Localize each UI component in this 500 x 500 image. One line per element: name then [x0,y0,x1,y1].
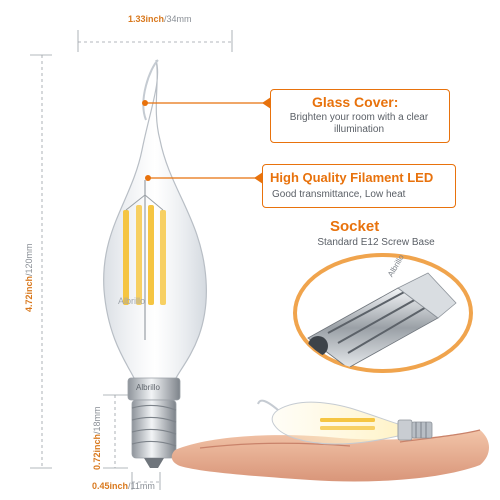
filament-callout-arrow [254,172,263,184]
brand-logo-base: Albrillo [136,383,160,392]
glass-callout-arrow [262,97,271,109]
glass-cover-callout [270,89,450,143]
filament-callout [262,164,456,208]
glass-cover-text: Brighten your room with a clear illumina… [289,112,429,135]
filament-text: Good transmittance, Low heat [272,189,406,200]
filament-title: High Quality Filament LED [270,170,434,185]
base-width-dimension-label: 0.45inch/11mm [92,481,155,491]
base-width-imperial: 0.45inch [92,481,129,491]
socket-magnifier [293,253,473,373]
socket-title: Socket [330,218,380,235]
base-width-metric: /11mm [128,481,155,491]
brand-logo-glass-text: Albrillo [118,296,146,306]
width-dimension-label: 1.33inch/34mm [128,14,192,24]
brand-logo-glass: Albrillo [118,296,145,306]
brand-logo-base-text: Albrillo [136,383,161,392]
filament-group [123,180,166,340]
hand-photo [171,399,489,482]
socket-text: Standard E12 Screw Base [317,237,435,248]
glass-cover-title: Glass Cover: [312,94,399,110]
screw-base [131,399,177,468]
width-imperial: 1.33inch [128,14,165,24]
width-metric: /34mm [164,14,192,24]
